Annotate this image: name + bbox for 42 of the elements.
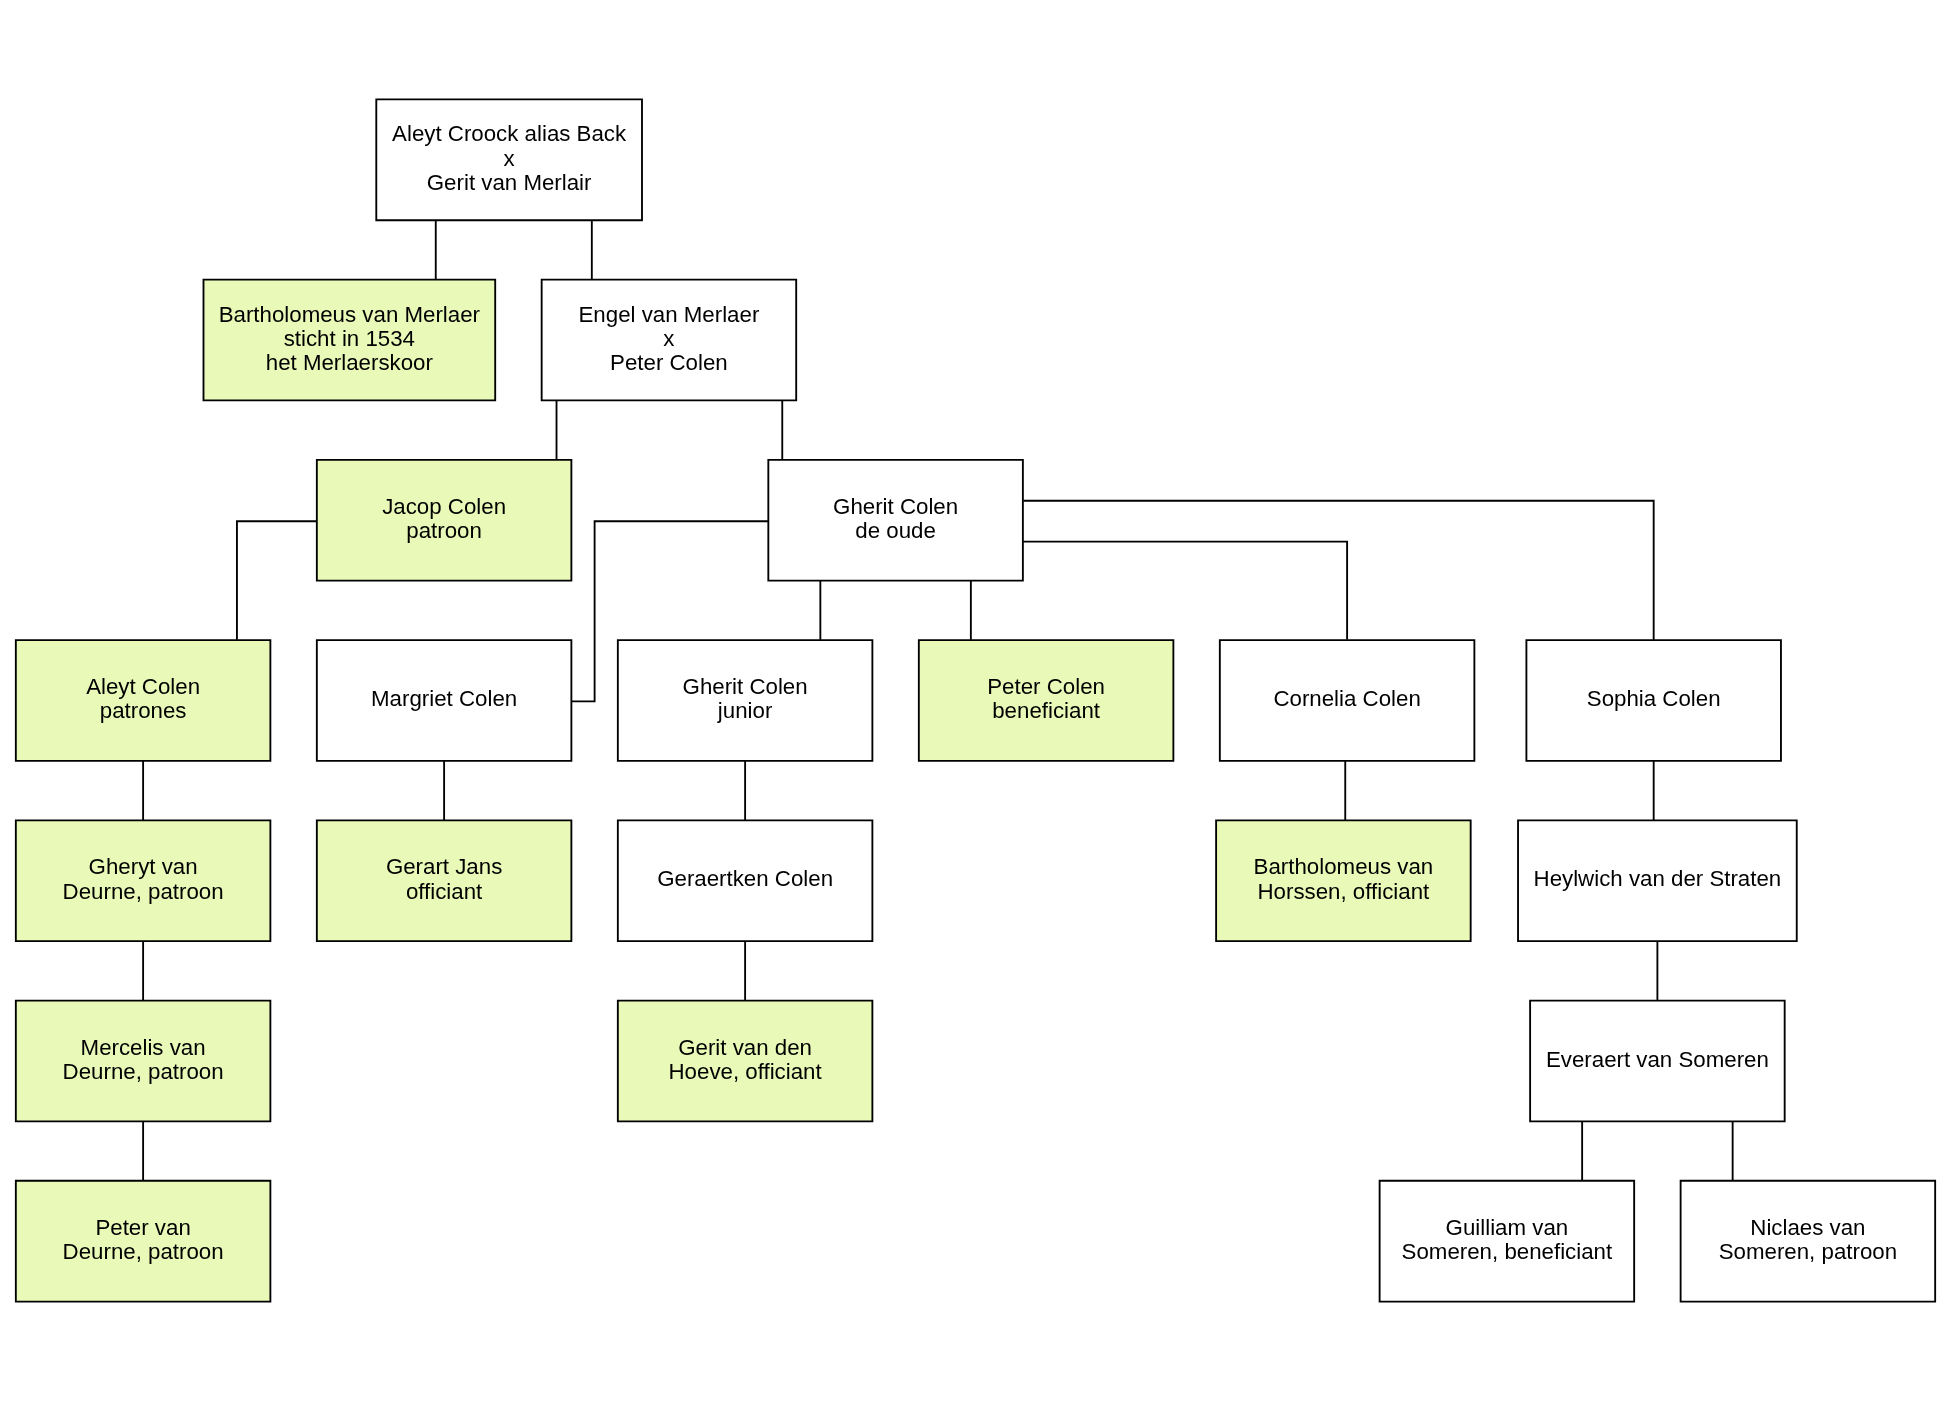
node-box: Bartholomeus van Horssen, officiant [1215, 819, 1472, 943]
connector [142, 1120, 145, 1182]
node-box: Gerart Jans officiant [315, 819, 573, 943]
connector [142, 760, 145, 821]
node-box: Everaert van Someren [1529, 999, 1786, 1123]
connector [969, 579, 972, 641]
connector [142, 940, 145, 1002]
connector [744, 760, 747, 821]
node-box: Sophia Colen [1525, 639, 1782, 762]
connector [781, 399, 784, 461]
connector [555, 399, 558, 461]
node-box: Geraertken Colen [616, 819, 874, 943]
connector [1652, 760, 1655, 821]
node-box: Peter van Deurne, patroon [14, 1179, 272, 1303]
connector [434, 219, 437, 281]
node-box: Gherit Colen de oude [767, 458, 1024, 582]
node-box: Aleyt Colen patrones [14, 639, 272, 762]
node-box: Heylwich van der Straten [1517, 819, 1798, 943]
node-box: Niclaes van Someren, patroon [1679, 1179, 1937, 1303]
node-box: Gerit van den Hoeve, officiant [616, 999, 874, 1123]
connector [744, 940, 747, 1002]
connector [1344, 760, 1347, 821]
connector [1022, 499, 1655, 641]
node-box: Guilliam van Someren, beneficiant [1378, 1179, 1636, 1303]
connector [1656, 940, 1659, 1002]
connector [1581, 1120, 1584, 1182]
connector [819, 579, 822, 641]
connector [236, 520, 318, 641]
node-box: Aleyt Croock alias Back x Gerit van Merlair [375, 98, 643, 222]
node-box: Margriet Colen [315, 639, 573, 762]
connector [443, 760, 446, 821]
node-box: Gherit Colen junior [616, 639, 874, 762]
node-box: Gheryt van Deurne, patroon [14, 819, 272, 943]
node-box: Bartholomeus van Merlaer sticht in 1534 het Merlaerskoor [202, 278, 497, 402]
connector [1022, 540, 1349, 641]
node-box: Jacop Colen patroon [315, 458, 573, 582]
connector [1731, 1120, 1734, 1182]
node-box: Engel van Merlaer x Peter Colen [540, 278, 798, 402]
node-box: Mercelis van Deurne, patroon [14, 999, 272, 1123]
node-box: Peter Colen beneficiant [917, 639, 1175, 762]
node-box: Cornelia Colen [1218, 639, 1476, 762]
connector [590, 219, 593, 281]
